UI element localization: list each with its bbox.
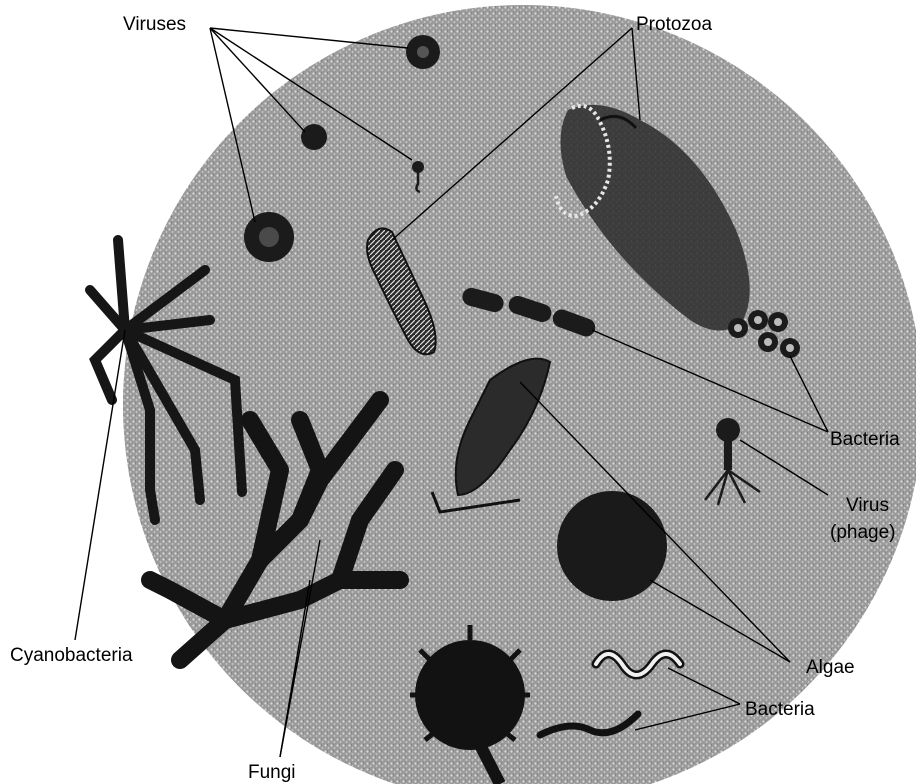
label-cyanobacteria: Cyanobacteria <box>10 645 133 666</box>
virus-particle <box>301 124 327 150</box>
label-fungi: Fungi <box>248 762 296 783</box>
label-viruses: Viruses <box>123 14 186 35</box>
label-bacteria-right: Bacteria <box>830 429 900 450</box>
label-bacteria-bottom: Bacteria <box>745 699 815 720</box>
algae-cell <box>557 491 667 601</box>
label-protozoa: Protozoa <box>636 14 712 35</box>
label-virus-phage-line1: Virus <box>846 495 889 516</box>
label-virus-phage-line2: (phage) <box>830 522 896 543</box>
label-algae: Algae <box>806 657 855 678</box>
